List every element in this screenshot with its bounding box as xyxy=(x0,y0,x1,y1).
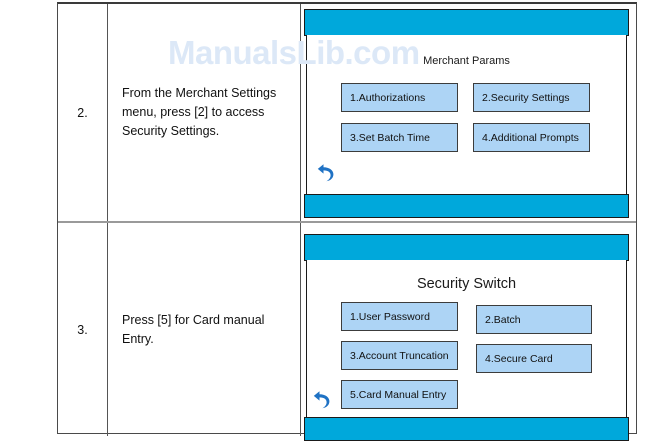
table-row: 3. Press [5] for Card manual Entry. Secu… xyxy=(58,223,636,441)
procedure-table: 2. From the Merchant Settings menu, pres… xyxy=(57,2,637,441)
menu-button-additional-prompts[interactable]: 4.Additional Prompts xyxy=(473,123,590,152)
step-number-cell: 2. xyxy=(58,4,108,221)
menu-button-card-manual-entry[interactable]: 5.Card Manual Entry xyxy=(341,380,458,409)
step-number: 2. xyxy=(77,105,88,120)
screen-content-area: Security Switch 1.User Password 2.Batch … xyxy=(306,260,627,418)
menu-button-security-settings[interactable]: 2.Security Settings xyxy=(473,83,590,112)
step-number-cell: 3. xyxy=(58,223,108,436)
screen-heading: Merchant Params xyxy=(423,55,510,67)
menu-button-account-truncation[interactable]: 3.Account Truncation xyxy=(341,341,458,370)
menu-button-authorizations[interactable]: 1.Authorizations xyxy=(341,83,458,112)
menu-button-user-password[interactable]: 1.User Password xyxy=(341,302,458,331)
screen-heading: Security Switch xyxy=(416,276,517,292)
menu-button-secure-card[interactable]: 4.Secure Card xyxy=(476,344,592,373)
screen-title-bar xyxy=(304,9,629,36)
terminal-screen-merchant-params: Merchant Params 1.Authorizations 2.Secur… xyxy=(304,9,629,218)
step-instruction-cell: From the Merchant Settings menu, press [… xyxy=(108,4,301,221)
table-row: 2. From the Merchant Settings menu, pres… xyxy=(58,4,636,223)
step-screenshot-cell: Security Switch 1.User Password 2.Batch … xyxy=(301,223,636,441)
terminal-screen-security-switch: Security Switch 1.User Password 2.Batch … xyxy=(304,234,629,441)
menu-button-batch[interactable]: 2.Batch xyxy=(476,305,592,334)
step-number: 3. xyxy=(77,322,88,337)
menu-button-set-batch-time[interactable]: 3.Set Batch Time xyxy=(341,123,458,152)
screen-content-area: Merchant Params 1.Authorizations 2.Secur… xyxy=(306,35,627,195)
screen-bottom-bar xyxy=(304,417,629,441)
step-screenshot-cell: Merchant Params 1.Authorizations 2.Secur… xyxy=(301,4,636,221)
back-arrow-icon[interactable] xyxy=(315,163,337,185)
screen-title-bar xyxy=(304,234,629,261)
screen-bottom-bar xyxy=(304,194,629,218)
step-instruction-text: From the Merchant Settings menu, press [… xyxy=(122,86,277,138)
step-instruction-cell: Press [5] for Card manual Entry. xyxy=(108,223,301,436)
step-instruction-text: Press [5] for Card manual Entry. xyxy=(122,312,265,346)
back-arrow-icon[interactable] xyxy=(311,390,333,412)
